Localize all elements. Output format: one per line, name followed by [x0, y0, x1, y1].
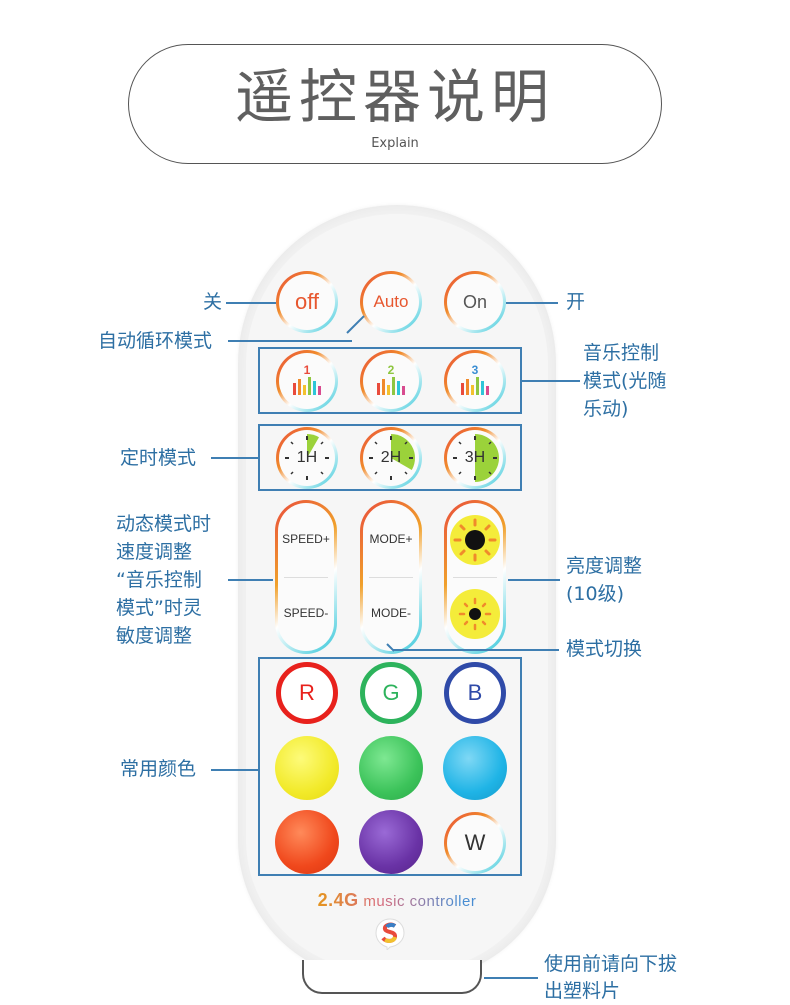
on-leader-line [506, 302, 558, 304]
timer-1h-label: 1H [296, 449, 318, 466]
timer-leader-line [211, 457, 258, 459]
speed-down-button[interactable]: SPEED- [283, 606, 329, 620]
music-annotation-3: 乐动) [583, 398, 629, 420]
common-colors-annotation: 常用颜色 [120, 758, 197, 780]
header-pill [128, 44, 662, 164]
page-subtitle: Explain [371, 136, 419, 151]
speed-divider [284, 577, 328, 578]
timer-3h-button[interactable]: 3H [444, 427, 506, 489]
mode-divider [369, 577, 413, 578]
mode-down-button[interactable]: MODE- [371, 606, 411, 620]
off-annotation: 关 [203, 291, 223, 313]
timer-2h-button[interactable]: 2H [360, 427, 422, 489]
red-button[interactable]: R [276, 662, 338, 724]
mode-leader-line [393, 649, 559, 651]
pull-tab-leader-line [484, 977, 538, 979]
music-1-number: 1 [304, 363, 311, 377]
speed-annotation-4: 模式”时灵 [116, 597, 202, 619]
clock-icon [369, 434, 416, 480]
off-button[interactable]: off [276, 271, 338, 333]
purple-color-button[interactable] [359, 810, 423, 874]
equalizer-icon: 2 [377, 363, 405, 395]
green-button[interactable]: G [360, 662, 422, 724]
green-color-button[interactable] [359, 736, 423, 800]
music-mode-frame [258, 347, 522, 414]
music-annotation-2: 模式(光随 [583, 370, 667, 392]
white-button[interactable]: W [444, 812, 506, 874]
timer-1h-button[interactable]: 1H [276, 427, 338, 489]
speed-rocker[interactable]: SPEED+ SPEED- [275, 500, 337, 654]
speed-annotation-5: 敏度调整 [116, 625, 193, 647]
orange-color-button[interactable] [275, 810, 339, 874]
brightness-rocker[interactable] [444, 500, 506, 654]
equalizer-icon: 3 [461, 363, 489, 395]
brightness-annotation-1: 亮度调整 [566, 555, 643, 577]
common-colors-frame [258, 657, 522, 876]
timer-3h-label: 3H [464, 449, 486, 466]
clock-icon [453, 434, 499, 482]
speed-leader-line [228, 579, 273, 581]
cyan-color-button[interactable] [443, 736, 507, 800]
equalizer-icon: 1 [293, 363, 321, 395]
music-mode-1-button[interactable]: 1 [276, 350, 338, 412]
music-2-number: 2 [388, 363, 395, 377]
mode-rocker[interactable]: MODE+ MODE- [360, 500, 422, 654]
speed-annotation-1: 动态模式时 [116, 513, 212, 535]
page-title: 遥控器说明 [234, 63, 555, 131]
brand-prefix: 2.4G [317, 890, 359, 910]
yellow-color-button[interactable] [275, 736, 339, 800]
brand-suffix: music controller [358, 893, 477, 910]
mode-up-button[interactable]: MODE+ [369, 532, 413, 546]
on-button-label: On [462, 291, 487, 312]
speed-annotation-2: 速度调整 [116, 541, 193, 563]
mode-switch-annotation: 模式切换 [566, 638, 643, 660]
music-annotation-1: 音乐控制 [583, 342, 660, 364]
music-mode-2-button[interactable]: 2 [360, 350, 422, 412]
brightness-leader-line [508, 579, 560, 581]
on-button[interactable]: On [444, 271, 506, 333]
timer-annotation: 定时模式 [120, 447, 197, 469]
pull-tab-annotation-2: 出塑料片 [544, 980, 621, 1002]
blue-button[interactable]: B [444, 662, 506, 724]
brand-logo-icon [375, 918, 405, 950]
brightness-annotation-2: (10级) [566, 583, 625, 605]
brand-text: 2.4G music controller [238, 890, 556, 911]
auto-button[interactable]: Auto [360, 271, 422, 333]
clock-icon [285, 434, 329, 480]
off-button-label: off [294, 289, 320, 314]
speed-up-button[interactable]: SPEED+ [282, 532, 330, 546]
auto-annotation: 自动循环模式 [98, 330, 213, 352]
sun-bright-icon [465, 530, 485, 550]
off-leader-line [226, 302, 276, 304]
pull-tab [302, 960, 482, 994]
timer-frame [258, 424, 522, 491]
common-colors-leader-line [211, 769, 258, 771]
timer-2h-label: 2H [380, 449, 402, 466]
on-annotation: 开 [566, 291, 586, 313]
auto-button-label: Auto [373, 292, 409, 311]
white-button-label: W [464, 830, 486, 855]
auto-leader-line [228, 340, 352, 342]
music-leader-line [522, 380, 580, 382]
brightness-icons [450, 515, 500, 639]
music-mode-3-button[interactable]: 3 [444, 350, 506, 412]
sun-dim-icon [469, 608, 481, 620]
music-3-number: 3 [472, 363, 479, 377]
speed-annotation-3: “音乐控制 [116, 569, 202, 591]
pull-tab-annotation-1: 使用前请向下拔 [544, 953, 678, 975]
brightness-divider [453, 577, 497, 578]
